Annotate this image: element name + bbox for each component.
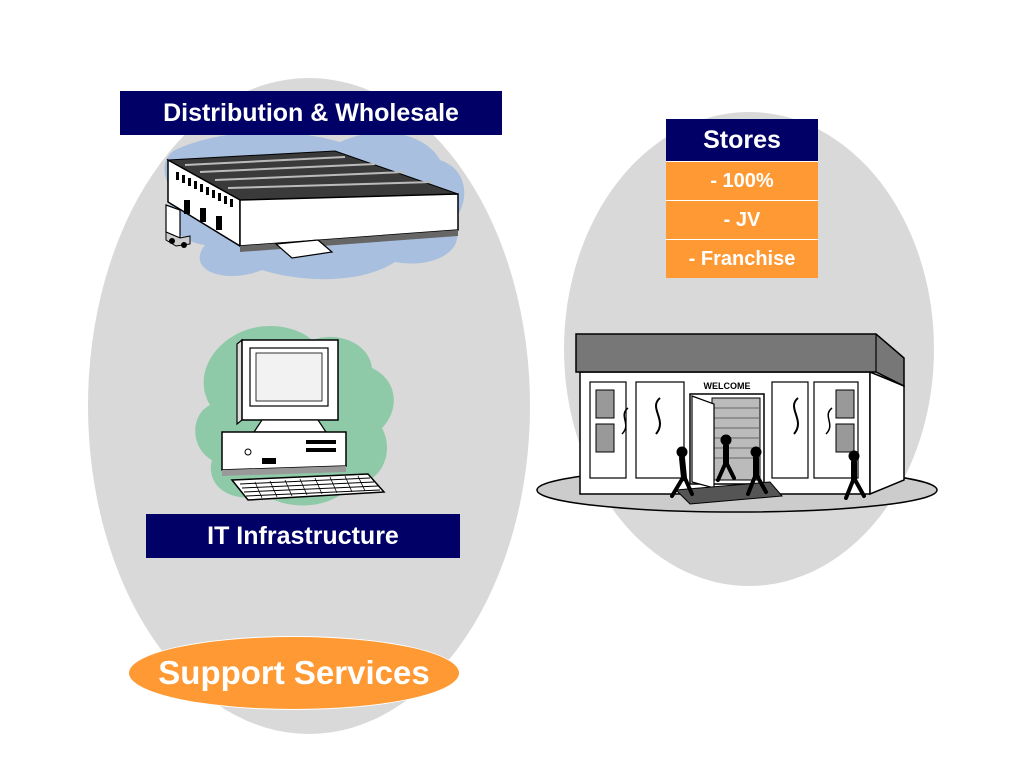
walking-person-1 bbox=[670, 446, 694, 498]
store-type-100-percent: - 100% bbox=[666, 161, 818, 200]
warehouse-icon bbox=[166, 150, 459, 259]
store-type-jv: - JV bbox=[666, 200, 818, 239]
storefront-icon bbox=[536, 333, 938, 513]
walking-person-2 bbox=[716, 434, 736, 482]
walking-person-3 bbox=[746, 446, 768, 496]
distribution-wholesale-label: Distribution & Wholesale bbox=[120, 91, 502, 135]
it-infrastructure-label: IT Infrastructure bbox=[146, 514, 460, 558]
store-type-franchise: - Franchise bbox=[666, 239, 818, 278]
walking-person-4 bbox=[844, 450, 866, 500]
stores-title: Stores bbox=[666, 119, 818, 161]
welcome-sign: WELCOME bbox=[703, 381, 751, 391]
computer-icon bbox=[221, 338, 386, 501]
truck-icon bbox=[165, 204, 191, 248]
support-services-label: Support Services bbox=[128, 636, 460, 710]
walking-person-icon bbox=[670, 434, 866, 500]
